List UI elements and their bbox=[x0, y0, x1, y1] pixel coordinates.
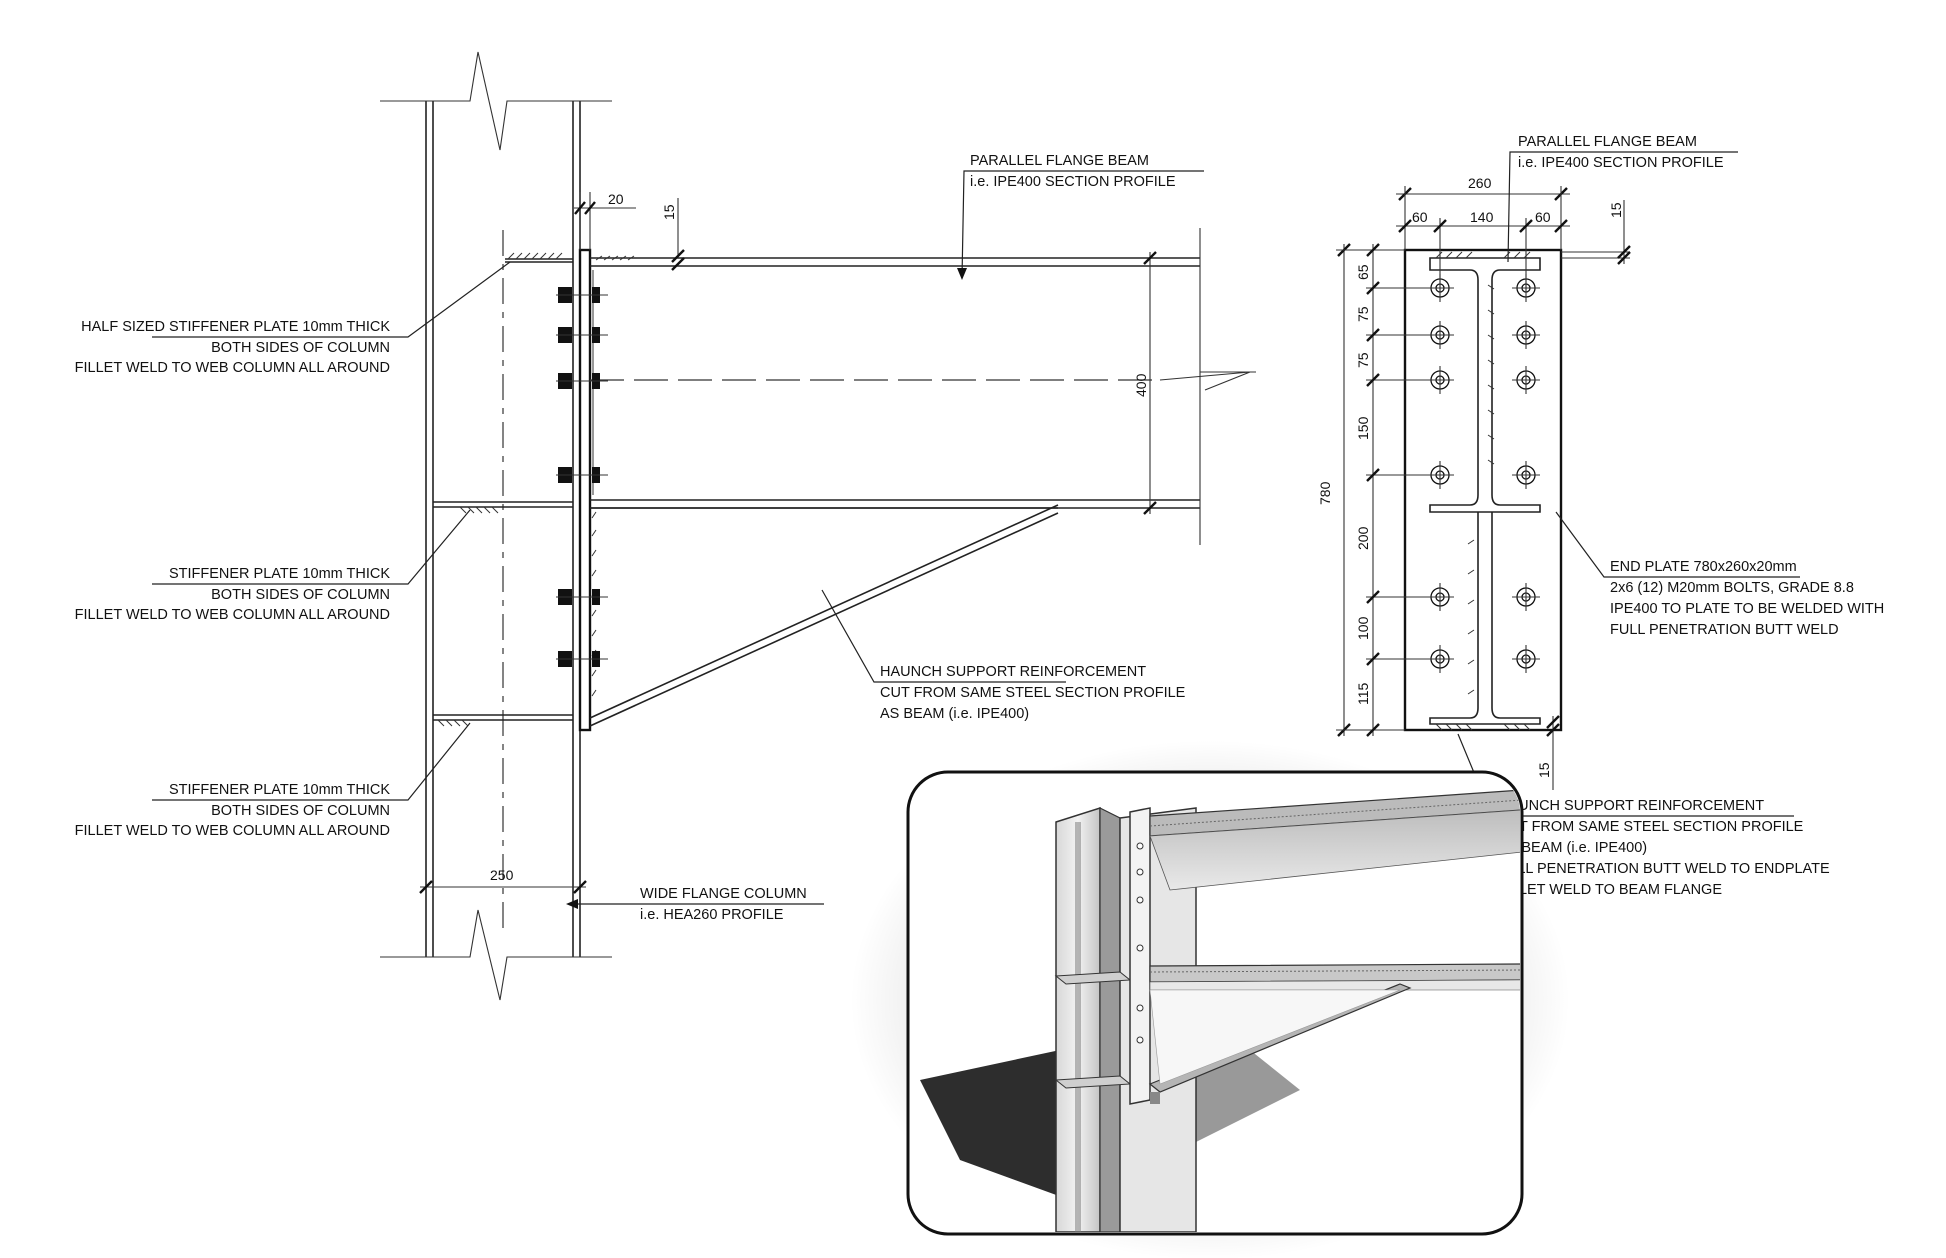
svg-text:HALF SIZED STIFFENER PLATE 10m: HALF SIZED STIFFENER PLATE 10mm THICK bbox=[81, 319, 390, 335]
dim-top-offset: 15 bbox=[1608, 202, 1624, 218]
bolt-front bbox=[1426, 321, 1454, 349]
svg-text:WIDE FLANGE COLUMN: WIDE FLANGE COLUMN bbox=[640, 886, 807, 902]
dim-bottom-offset: 15 bbox=[1536, 762, 1552, 778]
bolt-front bbox=[1426, 583, 1454, 611]
bolt-front bbox=[1512, 366, 1540, 394]
dims-side: 20 15 400 250 bbox=[419, 191, 1157, 894]
svg-text:FULL PENETRATION BUTT WELD TO: FULL PENETRATION BUTT WELD TO ENDPLATE bbox=[1498, 861, 1830, 877]
bolt-side bbox=[556, 287, 608, 303]
3d-connection-render-icon bbox=[920, 789, 1520, 1232]
svg-text:AS BEAM (i.e. IPE400): AS BEAM (i.e. IPE400) bbox=[880, 706, 1029, 722]
bolt-side bbox=[556, 467, 608, 483]
beam-section bbox=[1429, 251, 1541, 513]
svg-text:CUT FROM SAME STEEL SECTION PR: CUT FROM SAME STEEL SECTION PROFILE bbox=[880, 685, 1186, 701]
bolt-side bbox=[556, 373, 608, 389]
svg-text:i.e. IPE400 SECTION PROFILE: i.e. IPE400 SECTION PROFILE bbox=[1518, 155, 1724, 171]
svg-text:FILLET WELD TO WEB COLUMN ALL: FILLET WELD TO WEB COLUMN ALL AROUND bbox=[75, 360, 390, 376]
dim-total-width: 260 bbox=[1468, 175, 1492, 191]
svg-text:BOTH SIDES OF COLUMN: BOTH SIDES OF COLUMN bbox=[211, 587, 390, 603]
note-column: WIDE FLANGE COLUMN i.e. HEA260 PROFILE bbox=[566, 886, 824, 923]
column bbox=[380, 51, 612, 1001]
svg-text:BOTH SIDES OF COLUMN: BOTH SIDES OF COLUMN bbox=[211, 803, 390, 819]
dim-column-width: 250 bbox=[490, 867, 514, 883]
dim-v-2: 75 bbox=[1355, 306, 1371, 322]
svg-text:END PLATE 780x260x20mm: END PLATE 780x260x20mm bbox=[1610, 559, 1797, 575]
stiffener-upper bbox=[433, 501, 573, 514]
dim-edge-left: 60 bbox=[1412, 209, 1428, 225]
dim-beam-depth: 400 bbox=[1133, 373, 1149, 397]
dim-plate-thickness: 20 bbox=[608, 191, 624, 207]
svg-text:FILLET WELD TO WEB COLUMN ALL: FILLET WELD TO WEB COLUMN ALL AROUND bbox=[75, 607, 390, 623]
haunch-section bbox=[1429, 512, 1541, 731]
svg-text:IPE400 TO PLATE TO BE WELDED W: IPE400 TO PLATE TO BE WELDED WITH bbox=[1610, 601, 1884, 617]
svg-text:STIFFENER PLATE 10mm THICK: STIFFENER PLATE 10mm THICK bbox=[169, 566, 390, 582]
dim-v-5: 200 bbox=[1355, 526, 1371, 550]
dim-plate-height: 780 bbox=[1317, 481, 1333, 505]
dim-edge-right: 60 bbox=[1535, 209, 1551, 225]
bolt-front bbox=[1426, 645, 1454, 673]
bolt-front bbox=[1426, 366, 1454, 394]
bolt-side bbox=[556, 327, 608, 343]
bolts-front bbox=[1426, 274, 1540, 673]
svg-text:PARALLEL FLANGE BEAM: PARALLEL FLANGE BEAM bbox=[970, 153, 1149, 169]
dim-v-1: 65 bbox=[1355, 264, 1371, 280]
svg-text:PARALLEL FLANGE BEAM: PARALLEL FLANGE BEAM bbox=[1518, 134, 1697, 150]
stiffener-lower bbox=[433, 714, 573, 727]
dim-v-3: 75 bbox=[1355, 352, 1371, 368]
svg-text:FULL PENETRATION BUTT WELD: FULL PENETRATION BUTT WELD bbox=[1610, 622, 1839, 638]
bolt-front bbox=[1512, 583, 1540, 611]
note-beam-front: PARALLEL FLANGE BEAM i.e. IPE400 SECTION… bbox=[1507, 134, 1738, 263]
note-haunch-front: HAUNCH SUPPORT REINFORCEMENT CUT FROM SA… bbox=[1457, 733, 1830, 898]
note-beam-side: PARALLEL FLANGE BEAM i.e. IPE400 SECTION… bbox=[957, 153, 1204, 280]
bolts-side bbox=[556, 287, 608, 667]
end-plate-front bbox=[1403, 248, 1563, 732]
svg-text:CUT FROM SAME STEEL SECTION PR: CUT FROM SAME STEEL SECTION PROFILE bbox=[1498, 819, 1804, 835]
dim-v-6: 100 bbox=[1355, 616, 1371, 640]
svg-text:AS BEAM (i.e. IPE400): AS BEAM (i.e. IPE400) bbox=[1498, 840, 1647, 856]
dim-v-4: 150 bbox=[1355, 416, 1371, 440]
end-plate-side bbox=[578, 248, 592, 732]
beam-side bbox=[590, 228, 1256, 545]
bolt-side bbox=[556, 651, 608, 667]
bolt-front bbox=[1426, 461, 1454, 489]
bolt-front bbox=[1512, 321, 1540, 349]
dim-v-7: 115 bbox=[1355, 682, 1371, 705]
svg-text:FILLET WELD TO BEAM FLANGE: FILLET WELD TO BEAM FLANGE bbox=[1498, 882, 1722, 898]
svg-text:STIFFENER PLATE 10mm THICK: STIFFENER PLATE 10mm THICK bbox=[169, 782, 390, 798]
note-haunch-side: HAUNCH SUPPORT REINFORCEMENT CUT FROM SA… bbox=[821, 589, 1186, 722]
note-stiffener-lower: STIFFENER PLATE 10mm THICK BOTH SIDES OF… bbox=[75, 722, 471, 839]
svg-text:BOTH SIDES OF COLUMN: BOTH SIDES OF COLUMN bbox=[211, 340, 390, 356]
bolt-front bbox=[1512, 461, 1540, 489]
note-half-stiffener: HALF SIZED STIFFENER PLATE 10mm THICK BO… bbox=[75, 261, 511, 376]
end-view: 260 60 140 60 15 15 bbox=[1317, 134, 1884, 898]
side-view: 20 15 400 250 HALF SIZED STIFFENER PLATE… bbox=[75, 51, 1256, 1001]
svg-text:FILLET WELD TO WEB COLUMN ALL: FILLET WELD TO WEB COLUMN ALL AROUND bbox=[75, 823, 390, 839]
svg-text:HAUNCH SUPPORT REINFORCEMENT: HAUNCH SUPPORT REINFORCEMENT bbox=[1498, 798, 1764, 814]
svg-text:i.e. IPE400 SECTION PROFILE: i.e. IPE400 SECTION PROFILE bbox=[970, 174, 1176, 190]
svg-text:2x6 (12) M20mm BOLTS, GRADE 8.: 2x6 (12) M20mm BOLTS, GRADE 8.8 bbox=[1610, 580, 1854, 596]
dim-flange-offset: 15 bbox=[661, 204, 677, 220]
svg-text:HAUNCH SUPPORT REINFORCEMENT: HAUNCH SUPPORT REINFORCEMENT bbox=[880, 664, 1146, 680]
dims-front: 260 60 140 60 15 15 bbox=[1317, 175, 1631, 790]
inset-3d-render bbox=[850, 740, 1570, 1258]
dim-bolt-gauge: 140 bbox=[1470, 209, 1494, 225]
svg-text:i.e. HEA260 PROFILE: i.e. HEA260 PROFILE bbox=[640, 907, 784, 923]
haunch-side bbox=[589, 504, 1059, 727]
note-stiffener-upper: STIFFENER PLATE 10mm THICK BOTH SIDES OF… bbox=[75, 509, 471, 623]
bolt-side bbox=[556, 589, 608, 605]
note-end-plate: END PLATE 780x260x20mm 2x6 (12) M20mm BO… bbox=[1555, 511, 1884, 638]
bolt-front bbox=[1512, 645, 1540, 673]
stiffener-half bbox=[505, 252, 573, 263]
